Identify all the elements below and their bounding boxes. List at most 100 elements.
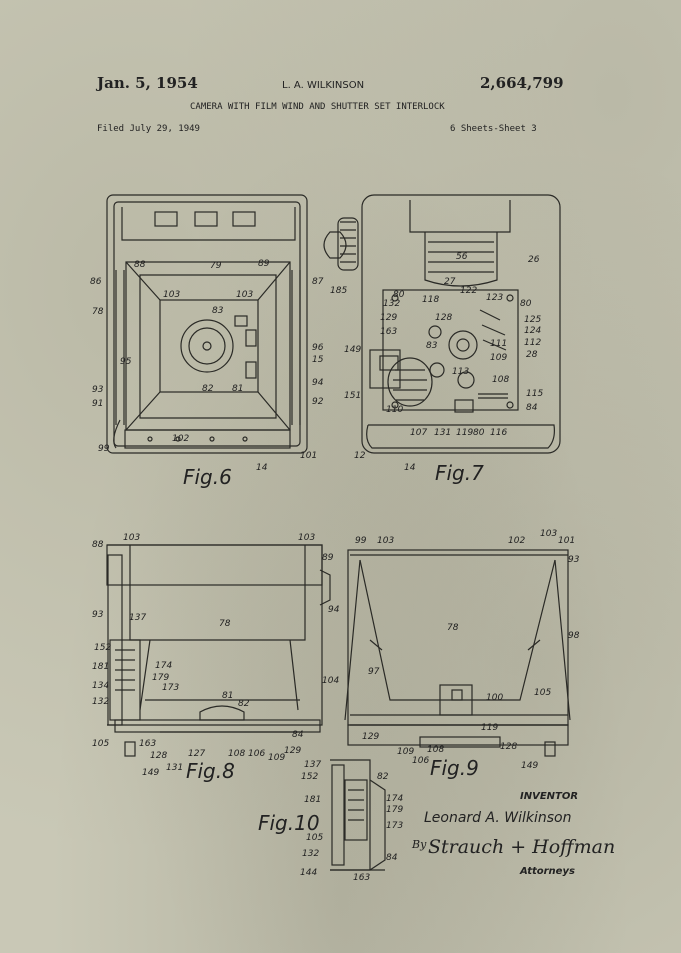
ref-numeral: 149 <box>521 761 538 771</box>
fig9-label: Fig.9 <box>430 756 479 780</box>
ref-numeral: 112 <box>524 338 541 348</box>
ref-numeral: 94 <box>312 378 324 388</box>
inventor-name: Leonard A. Wilkinson <box>424 810 572 826</box>
ref-numeral: 113 <box>452 367 469 377</box>
ref-numeral: 179 <box>152 673 169 683</box>
ref-numeral: 127 <box>188 749 205 759</box>
ref-numeral: 107 <box>410 428 427 438</box>
ref-numeral: 14 <box>404 463 416 473</box>
ref-numeral: 109 <box>268 753 285 763</box>
ref-numeral: 84 <box>386 853 398 863</box>
ref-numeral: 109 <box>397 747 414 757</box>
ref-numeral: 115 <box>526 389 543 399</box>
ref-numeral: 129 <box>284 746 301 756</box>
ref-numeral: 103 <box>540 529 557 539</box>
ref-numeral: 132 <box>92 697 109 707</box>
ref-numeral: 93 <box>92 610 104 620</box>
ref-numeral: 108 <box>427 745 444 755</box>
ref-numeral: 84 <box>292 730 304 740</box>
ref-numeral: 163 <box>139 739 156 749</box>
by-label: By <box>412 838 427 851</box>
patent-number: 2,664,799 <box>480 74 564 92</box>
ref-numeral: 103 <box>298 533 315 543</box>
ref-numeral: 163 <box>380 327 397 337</box>
ref-numeral: 173 <box>162 683 179 693</box>
ref-numeral: 101 <box>558 536 575 546</box>
patent-title: CAMERA WITH FILM WIND AND SHUTTER SET IN… <box>190 102 445 112</box>
ref-numeral: 179 <box>386 805 403 815</box>
fig10-label: Fig.10 <box>258 811 320 835</box>
ref-numeral: 109 <box>490 353 507 363</box>
ref-numeral: 93 <box>92 385 104 395</box>
ref-numeral: 98 <box>568 631 580 641</box>
ref-numeral: 125 <box>524 315 541 325</box>
ref-numeral: 116 <box>490 428 507 438</box>
fig7-label: Fig.7 <box>435 461 484 485</box>
ref-numeral: 128 <box>500 742 517 752</box>
ref-numeral: 88 <box>134 260 146 270</box>
ref-numeral: 151 <box>344 391 361 401</box>
ref-numeral: 105 <box>306 833 323 843</box>
ref-numeral: 99 <box>355 536 367 546</box>
fig6-drawing <box>106 194 308 454</box>
ref-numeral: 129 <box>380 313 397 323</box>
ref-numeral: 149 <box>344 345 361 355</box>
ref-numeral: 103 <box>236 290 253 300</box>
ref-numeral: 152 <box>301 772 318 782</box>
ref-numeral: 128 <box>150 751 167 761</box>
ref-numeral: 137 <box>304 760 321 770</box>
ref-numeral: 100 <box>486 693 503 703</box>
ref-numeral: 82 <box>238 699 250 709</box>
ref-numeral: 131 <box>166 763 183 773</box>
ref-numeral: 14 <box>256 463 268 473</box>
ref-numeral: 12 <box>354 451 366 461</box>
ref-numeral: 119 <box>481 723 498 733</box>
inventor-header: L. A. WILKINSON <box>282 80 365 91</box>
ref-numeral: 92 <box>312 397 324 407</box>
ref-numeral: 15 <box>312 355 324 365</box>
ref-numeral: 103 <box>123 533 140 543</box>
ref-numeral: 131 <box>434 428 451 438</box>
ref-numeral: 101 <box>300 451 317 461</box>
ref-numeral: 78 <box>92 307 104 317</box>
ref-numeral: 82 <box>377 772 389 782</box>
ref-numeral: 106 <box>412 756 429 766</box>
attorneys-signature: Strauch + Hoffman <box>428 836 616 858</box>
ref-numeral: 84 <box>526 403 538 413</box>
ref-numeral: 122 <box>460 286 477 296</box>
ref-numeral: 174 <box>386 794 403 804</box>
ref-numeral: 56 <box>456 252 468 262</box>
ref-numeral: 78 <box>447 623 459 633</box>
ref-numeral: 87 <box>312 277 324 287</box>
ref-numeral: 105 <box>534 688 551 698</box>
ref-numeral: 81 <box>232 384 243 394</box>
ref-numeral: 128 <box>435 313 452 323</box>
ref-numeral: 181 <box>304 795 321 805</box>
ref-numeral: 119 <box>456 428 473 438</box>
ref-numeral: 102 <box>508 536 525 546</box>
fig10-drawing <box>330 759 386 871</box>
filed-date: Filed July 29, 1949 <box>97 124 200 134</box>
fig7-drawing <box>323 194 561 454</box>
attorneys-label: Attorneys <box>520 866 575 877</box>
ref-numeral: 103 <box>377 536 394 546</box>
ref-numeral: 79 <box>210 261 222 271</box>
ref-numeral: 81 <box>222 691 233 701</box>
ref-numeral: 96 <box>312 343 324 353</box>
ref-numeral: 105 <box>92 739 109 749</box>
ref-numeral: 110 <box>386 405 403 415</box>
ref-numeral: 132 <box>302 849 319 859</box>
ref-numeral: 124 <box>524 326 541 336</box>
ref-numeral: 94 <box>328 605 340 615</box>
ref-numeral: 88 <box>92 540 104 550</box>
ref-numeral: 149 <box>142 768 159 778</box>
fig6-label: Fig.6 <box>183 465 232 489</box>
ref-numeral: 129 <box>362 732 379 742</box>
ref-numeral: 173 <box>386 821 403 831</box>
ref-numeral: 83 <box>426 341 438 351</box>
ref-numeral: 93 <box>568 555 580 565</box>
ref-numeral: 106 <box>248 749 265 759</box>
ref-numeral: 103 <box>163 290 180 300</box>
ref-numeral: 80 <box>393 290 405 300</box>
